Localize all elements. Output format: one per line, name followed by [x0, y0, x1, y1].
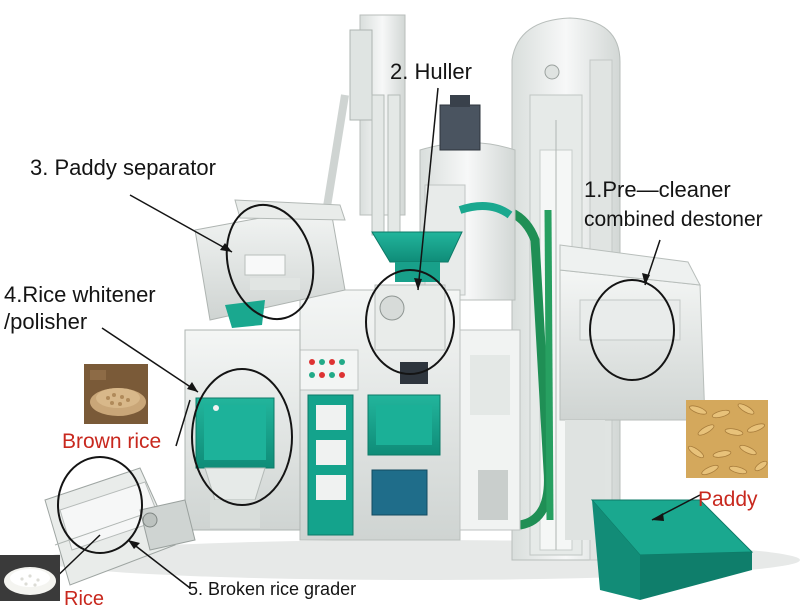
rice-whitener-unit	[184, 329, 301, 531]
control-panel	[309, 359, 345, 378]
highlight-ellipses	[57, 203, 675, 554]
label-rice: Rice	[64, 588, 105, 610]
ellipse-paddy-separator	[225, 203, 315, 321]
white-rice-thumbnail	[0, 555, 60, 601]
label-brown-rice: Brown rice	[62, 430, 162, 453]
arrowheads	[128, 243, 664, 549]
aspirator-column	[316, 14, 406, 251]
label-whitener-line2: /polisher	[4, 309, 88, 334]
label-precleaner-line2: combined destoner	[584, 208, 763, 231]
paddy-feed-hopper	[590, 499, 754, 600]
label-broken-rice-grader: 5. Broken rice grader	[188, 579, 357, 599]
ellipse-precleaner	[589, 279, 675, 381]
brown-rice-thumbnail	[84, 364, 148, 424]
middle-frame	[459, 329, 521, 531]
label-huller: 2. Huller	[390, 59, 472, 84]
label-paddy: Paddy	[698, 488, 758, 511]
paddy-thumbnail	[686, 400, 768, 478]
huller-hopper	[371, 231, 463, 263]
ellipse-huller	[365, 269, 455, 375]
ellipse-grader	[57, 456, 143, 554]
main-cabinet	[299, 284, 461, 541]
pre-cleaner-body	[559, 244, 706, 540]
ellipse-whitener	[191, 368, 293, 506]
paddy-separator-unit	[194, 199, 346, 328]
label-whitener-line1: 4.Rice whitener	[4, 282, 156, 307]
label-paddy-separator: 3. Paddy separator	[30, 155, 216, 180]
label-precleaner-line1: 1.Pre—cleaner	[584, 177, 731, 202]
